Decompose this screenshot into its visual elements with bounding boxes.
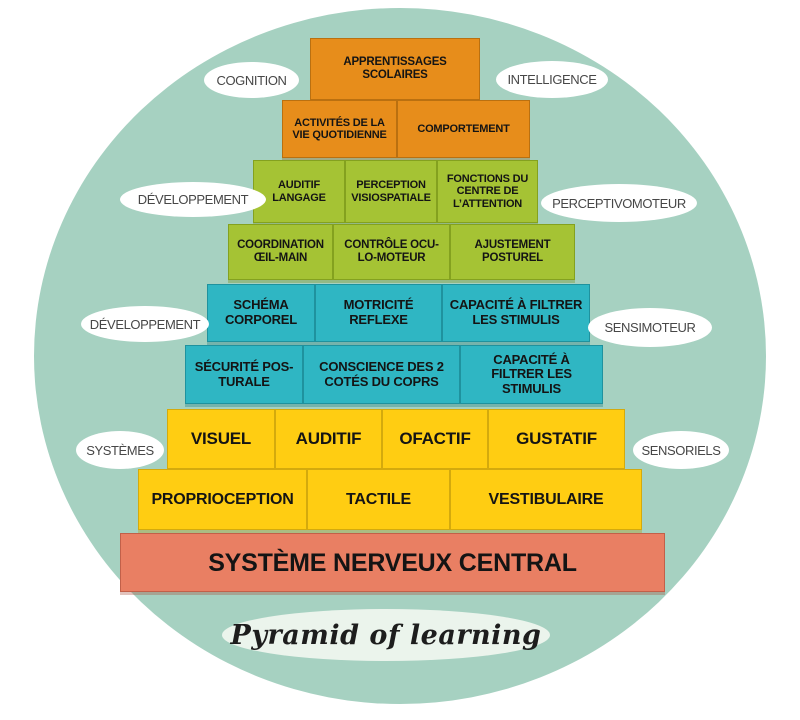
side-label-perceptivomoteur: PERCEPTIVOMOTEUR	[541, 184, 697, 222]
pyramid-block: SCHÉMA CORPOREL	[207, 284, 315, 342]
pyramid-row-1: APPRENTISSAGES SCOLAIRES	[310, 38, 480, 100]
pyramid-block: GUSTATIF	[488, 409, 625, 469]
pyramid-row-9: SYSTÈME NERVEUX CENTRAL	[120, 533, 665, 592]
pyramid-block: COORDINATION ŒIL-MAIN	[228, 224, 333, 280]
pyramid-block: AJUSTEMENT POSTUREL	[450, 224, 575, 280]
pyramid-block: CONTRÔLE OCU-LO-MOTEUR	[333, 224, 450, 280]
pyramid-block: SÉCURITÉ POS-TURALE	[185, 345, 303, 404]
side-label-sensoriels: SENSORIELS	[633, 431, 729, 469]
pyramid-block: OFACTIF	[382, 409, 488, 469]
title-oval: Pyramid of learning	[222, 609, 550, 661]
pyramid-block: TACTILE	[307, 469, 450, 530]
side-label-intelligence: INTELLIGENCE	[496, 61, 608, 98]
pyramid-block: AUDITIF LANGAGE	[253, 160, 345, 223]
pyramid-block: CAPACITÉ À FILTRER LES STIMULIS	[442, 284, 590, 342]
pyramid-block: AUDITIF	[275, 409, 382, 469]
side-label-systemes: SYSTÈMES	[76, 431, 164, 469]
pyramid-block: ACTIVITÉS DE LA VIE QUOTIDIENNE	[282, 100, 397, 158]
side-label-cognition: COGNITION	[204, 62, 299, 98]
pyramid-block: PROPRIOCEPTION	[138, 469, 307, 530]
pyramid-block: VESTIBULAIRE	[450, 469, 642, 530]
title-text: Pyramid of learning	[230, 619, 542, 651]
pyramid-block: COMPORTEMENT	[397, 100, 530, 158]
side-label-developpement-2: DÉVELOPPEMENT	[81, 306, 209, 342]
pyramid-block: SYSTÈME NERVEUX CENTRAL	[120, 533, 665, 592]
side-label-developpement-1: DÉVELOPPEMENT	[120, 182, 266, 217]
pyramid-block: MOTRICITÉ REFLEXE	[315, 284, 442, 342]
pyramid-block: CAPACITÉ À FILTRER LES STIMULIS	[460, 345, 603, 404]
pyramid-block: APPRENTISSAGES SCOLAIRES	[310, 38, 480, 100]
pyramid-block: VISUEL	[167, 409, 275, 469]
pyramid-block: FONCTIONS DU CENTRE DE L’ATTENTION	[437, 160, 538, 223]
side-label-sensimoteur: SENSIMOTEUR	[588, 308, 712, 347]
pyramid-block: CONSCIENCE DES 2 COTÉS DU COPRS	[303, 345, 460, 404]
pyramid-block: PERCEPTION VISIOSPATIALE	[345, 160, 437, 223]
